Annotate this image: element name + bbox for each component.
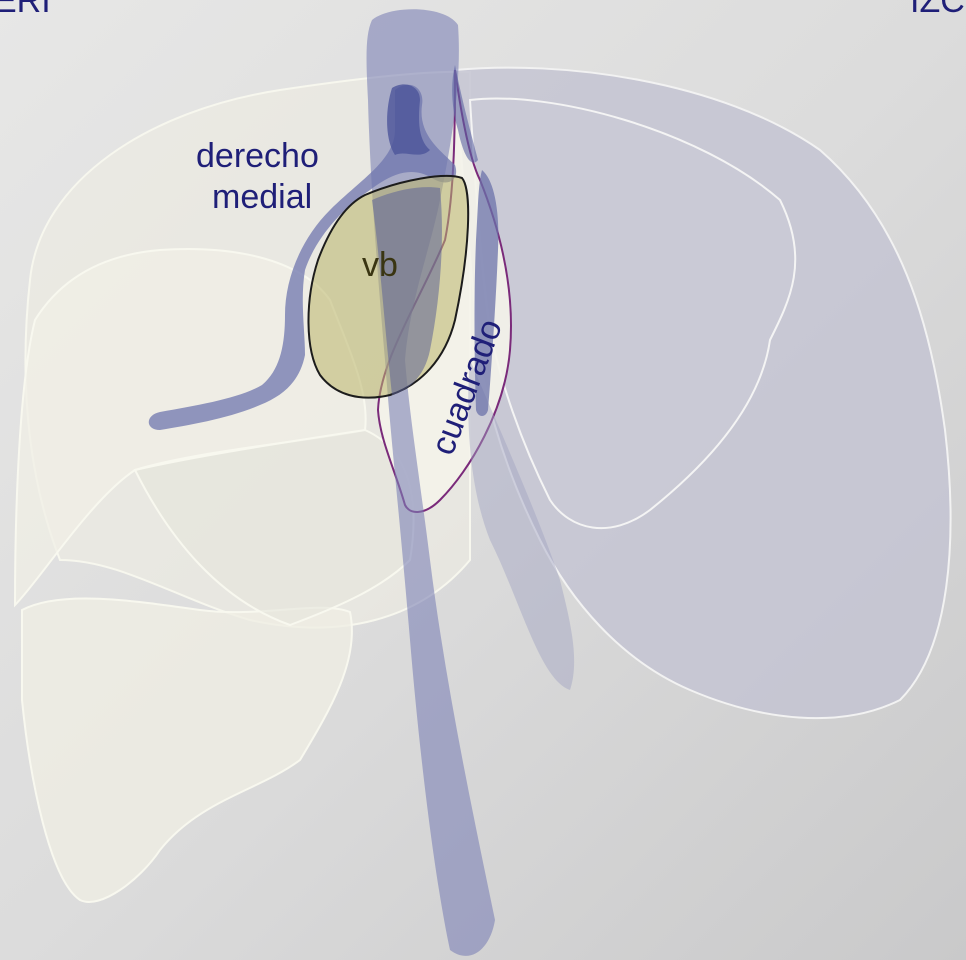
right-lobe-inferior-segment [22,598,352,902]
label-medial: medial [212,178,312,216]
label-derecho: derecho [196,137,319,175]
corner-label-right: IZC [910,0,965,20]
label-vb: vb [362,246,398,284]
corner-label-left: ERI [0,0,51,20]
